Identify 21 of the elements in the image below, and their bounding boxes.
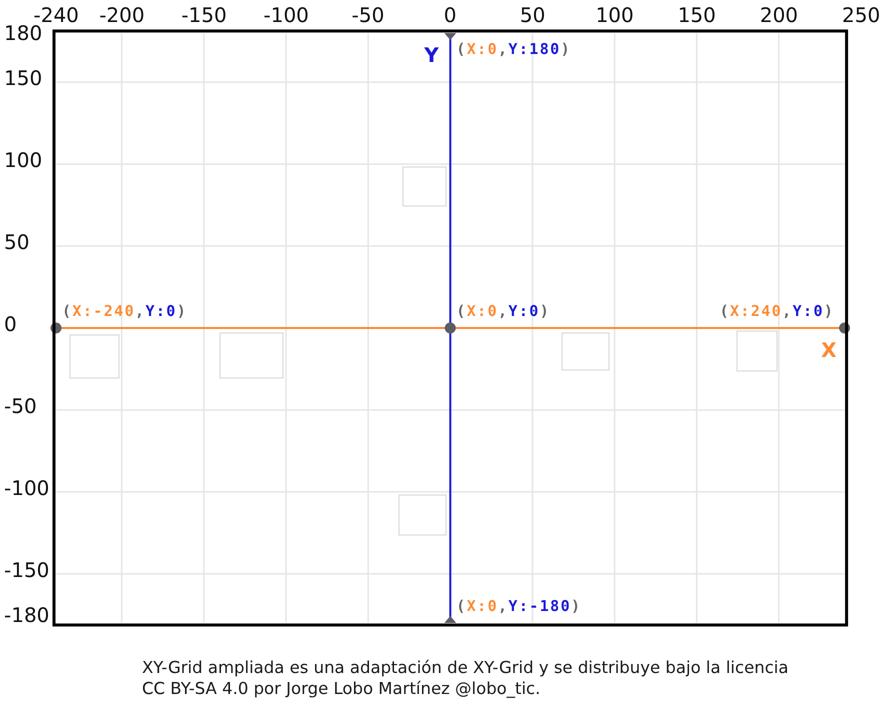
y-tick-label: 100: [4, 149, 42, 172]
y-tick-label: -180: [4, 604, 50, 626]
x-tick-label: 150: [678, 4, 716, 26]
caption: XY-Grid ampliada es una adaptación de XY-Grid y se distribuye bajo la licencia CC BY-SA 4.0 por Jorge Lobo Martínez @lobo_tic.: [142, 657, 790, 699]
axis-title: X: [821, 339, 836, 361]
y-tick-label: -50: [4, 394, 37, 417]
x-tick-label: 0: [444, 4, 457, 26]
y-tick-label: 0: [4, 313, 17, 335]
x-tick-label: -200: [99, 4, 145, 26]
x-tick-label: -50: [352, 4, 384, 26]
x-tick-label: 200: [760, 4, 798, 26]
y-tick-label: -150: [4, 558, 50, 581]
y-tick-label: 150: [4, 67, 42, 90]
x-tick-label: -150: [181, 4, 227, 26]
y-tick-label: 50: [4, 231, 30, 254]
x-tick-label: 250: [842, 4, 880, 26]
x-tick-label: 50: [520, 4, 546, 26]
axis-title: Y: [424, 44, 439, 66]
y-tick-label: -100: [4, 476, 50, 499]
x-tick-label: -100: [264, 4, 309, 26]
x-tick-label: 100: [596, 4, 634, 26]
